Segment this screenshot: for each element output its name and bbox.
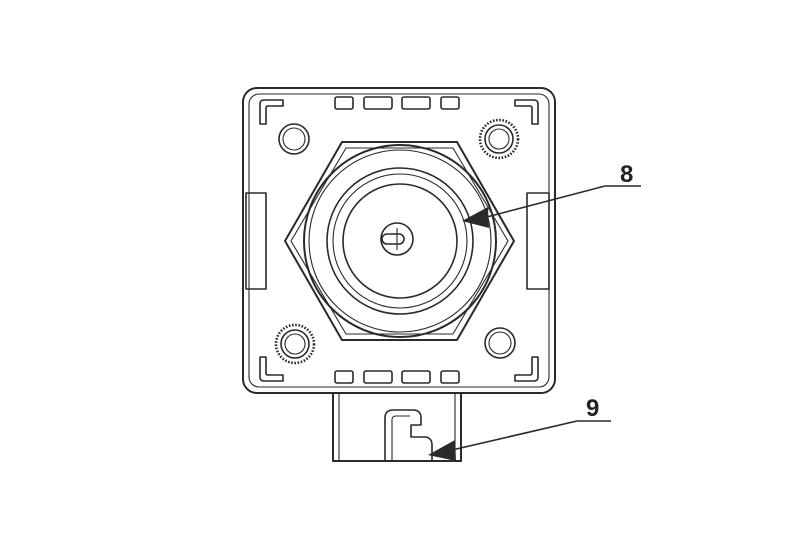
- bottom-slots: [334, 370, 460, 384]
- callout-8-label: 8: [620, 161, 633, 188]
- callout-8: 8: [462, 161, 641, 228]
- mounting-hole-bottom-right: [484, 327, 516, 359]
- left-side-tab: [245, 192, 267, 290]
- corner-brackets: [259, 99, 539, 382]
- knurled-screw-top-right: [478, 118, 520, 160]
- hex-nut: [284, 141, 515, 341]
- callout-9: 9: [428, 395, 611, 461]
- lock-cylinder: [303, 144, 497, 338]
- callout-9-arrowhead: [428, 440, 456, 461]
- knurled-screw-bottom-left: [274, 323, 316, 365]
- callout-9-label: 9: [586, 395, 599, 422]
- keyway-icon: [380, 222, 414, 256]
- callout-8-arrowhead: [462, 207, 489, 228]
- mounting-hole-top-left: [278, 123, 310, 155]
- top-slots: [334, 96, 460, 110]
- right-side-tab: [526, 192, 550, 290]
- latch-tongue: [332, 392, 462, 462]
